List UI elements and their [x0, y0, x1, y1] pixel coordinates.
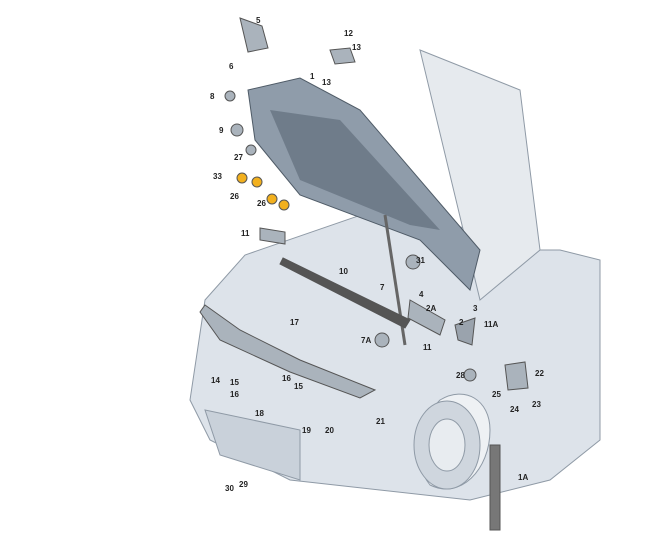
label-29: 29	[239, 480, 248, 489]
label-11A: 11A	[484, 320, 498, 329]
label-17: 17	[290, 318, 299, 327]
label-15: 15	[230, 378, 239, 387]
label-31: 31	[416, 256, 425, 265]
label-11: 11	[241, 229, 250, 238]
label-15b: 15	[294, 382, 303, 391]
label-30: 30	[225, 484, 234, 493]
label-16: 16	[230, 390, 239, 399]
label-10: 10	[339, 267, 348, 276]
label-16b: 16	[282, 374, 291, 383]
label-8: 8	[210, 92, 215, 101]
label-1: 1	[310, 72, 315, 81]
label-11b: 11	[423, 343, 432, 352]
label-27: 27	[234, 153, 243, 162]
car-body	[189, 49, 601, 501]
label-26: 26	[230, 192, 239, 201]
label-25: 25	[492, 390, 501, 399]
label-23: 23	[532, 400, 541, 409]
label-13: 13	[352, 43, 361, 52]
label-2: 2	[459, 318, 464, 327]
highlighted-buffers	[236, 172, 290, 211]
label-9: 9	[219, 126, 224, 135]
label-19: 19	[302, 426, 311, 435]
label-1A: 1A	[518, 473, 528, 482]
label-7: 7	[380, 283, 385, 292]
hood-panel	[247, 77, 481, 291]
label-26b: 26	[257, 199, 266, 208]
label-22: 22	[535, 369, 544, 378]
label-4: 4	[419, 290, 424, 299]
label-12: 12	[344, 29, 353, 38]
label-24: 24	[510, 405, 519, 414]
label-2A: 2A	[426, 304, 436, 313]
parts	[199, 17, 529, 531]
label-13b: 13	[322, 78, 331, 87]
label-21: 21	[376, 417, 385, 426]
label-5: 5	[256, 16, 261, 25]
label-33: 33	[213, 172, 222, 181]
label-20: 20	[325, 426, 334, 435]
label-18: 18	[255, 409, 264, 418]
part-labels: 5 12 13 6 1 13 8 9 27 33 26 26 11 10 31 …	[210, 16, 544, 493]
label-7A: 7A	[361, 336, 371, 345]
label-6: 6	[229, 62, 234, 71]
label-14: 14	[211, 376, 220, 385]
label-28: 28	[456, 371, 465, 380]
label-3: 3	[473, 304, 478, 313]
